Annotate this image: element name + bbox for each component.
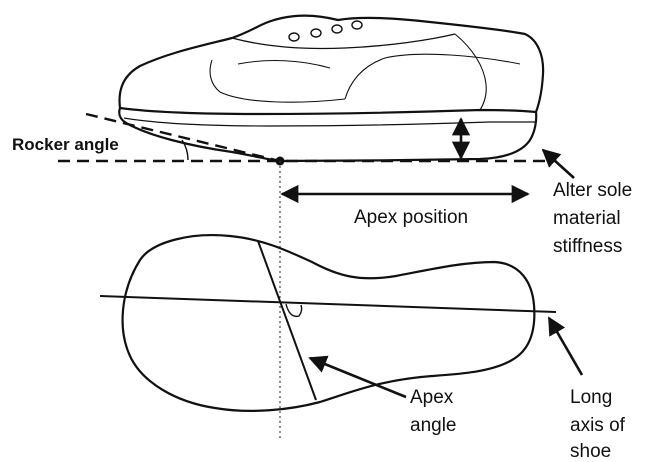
shoe-sole-middle bbox=[123, 117, 536, 127]
sole-outline bbox=[121, 234, 536, 412]
label-alter-sole-line2: material bbox=[553, 208, 621, 229]
shoe-side-view bbox=[118, 14, 545, 163]
label-long-axis-line2: axis of bbox=[570, 415, 626, 436]
apex-angle-pointer-arrow bbox=[308, 355, 407, 399]
shoe-vamp-seam bbox=[209, 59, 346, 103]
label-alter-sole-line3: stiffness bbox=[553, 236, 622, 257]
shoe-sole-bottom bbox=[118, 107, 538, 163]
shoe-sole-top bbox=[119, 106, 537, 116]
apex-line bbox=[257, 240, 317, 401]
rocker-geometry bbox=[58, 112, 575, 440]
label-long-axis-line1: Long bbox=[570, 387, 612, 408]
label-apex-position: Apex position bbox=[354, 207, 468, 228]
shoe-eyelets bbox=[288, 20, 363, 42]
rocker-angle-arc bbox=[181, 139, 189, 161]
shoe-inner-curve bbox=[237, 60, 331, 69]
long-axis-pointer-arrow bbox=[547, 316, 584, 376]
label-apex-angle-line1: Apex bbox=[410, 387, 454, 408]
shoe-quarter-seam bbox=[344, 53, 521, 100]
shoe-upper-outline bbox=[118, 14, 545, 113]
label-apex-angle-line2: angle bbox=[410, 415, 457, 436]
rocker-tangent-dashed-line bbox=[85, 112, 281, 163]
labels: Rocker angle Apex position Alter sole ma… bbox=[12, 135, 632, 462]
alter-sole-pointer-arrow bbox=[541, 148, 575, 179]
shoe-plan-view bbox=[99, 234, 584, 412]
label-rocker-angle: Rocker angle bbox=[12, 135, 119, 154]
shoe-collar-line bbox=[231, 33, 456, 50]
right-angle-marker bbox=[285, 303, 303, 318]
shoe-heel-counter bbox=[454, 33, 487, 111]
label-alter-sole-line1: Alter sole bbox=[553, 180, 632, 201]
label-long-axis-line3: shoe bbox=[570, 441, 611, 462]
long-axis-line bbox=[99, 295, 557, 313]
